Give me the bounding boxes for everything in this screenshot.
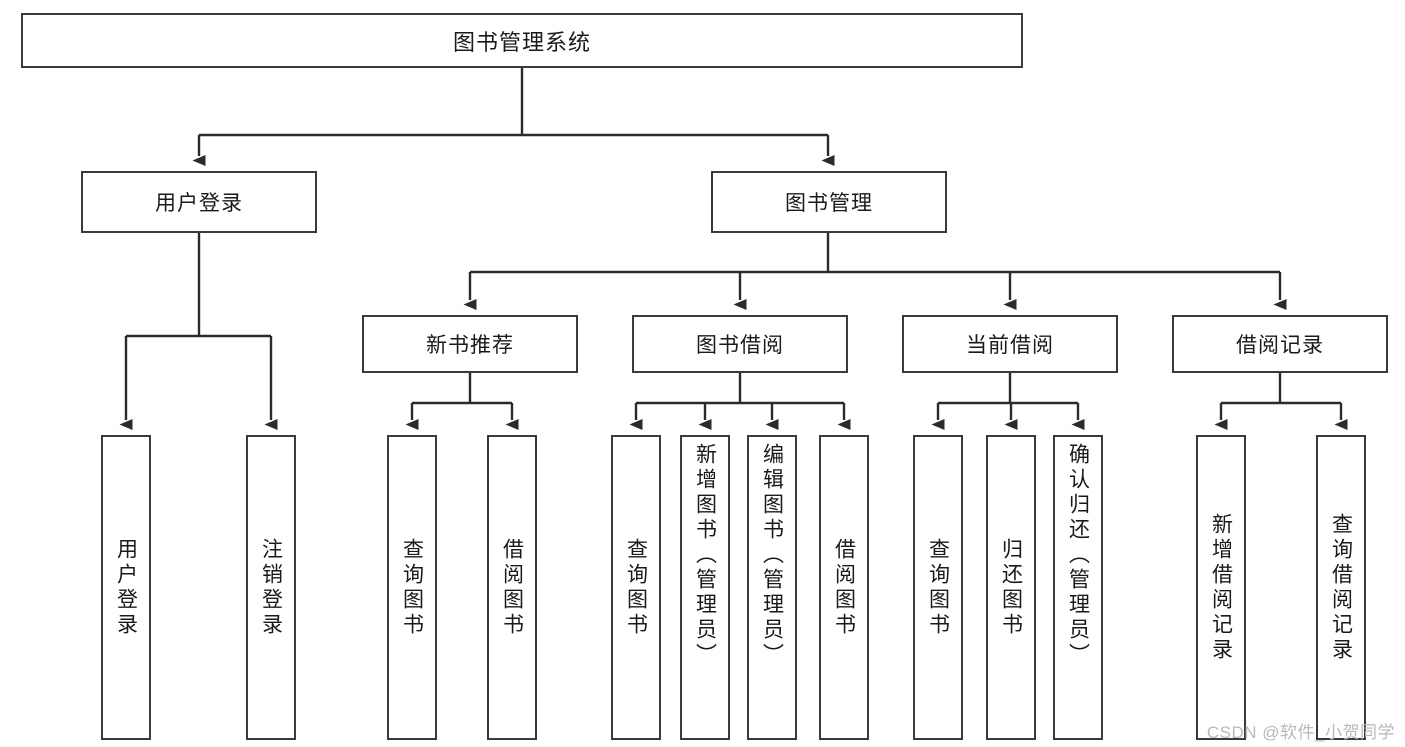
node-leaf-add-record[interactable]: 新增借阅记录 (1196, 435, 1246, 740)
node-new-book-rec[interactable]: 新书推荐 (362, 315, 578, 373)
node-label: 查询图书 (400, 537, 424, 638)
node-label: 图书管理系统 (452, 29, 591, 55)
node-leaf-borrow-book-1[interactable]: 借阅图书 (487, 435, 537, 740)
node-leaf-edit-book[interactable]: 编辑图书（管理员） (747, 435, 797, 740)
node-leaf-confirm-return[interactable]: 确认归还（管理员） (1053, 435, 1103, 740)
node-label: 新增图书（管理员） (693, 443, 717, 668)
node-label: 查询图书 (624, 537, 648, 638)
node-label: 图书借阅 (696, 334, 784, 357)
node-label: 查询图书 (926, 537, 950, 638)
node-label: 当前借阅 (966, 334, 1054, 357)
node-label: 借阅记录 (1236, 334, 1324, 357)
node-root[interactable]: 图书管理系统 (21, 13, 1023, 68)
node-leaf-borrow-book-2[interactable]: 借阅图书 (819, 435, 869, 740)
node-leaf-return-book[interactable]: 归还图书 (986, 435, 1036, 740)
node-current-borrow[interactable]: 当前借阅 (902, 315, 1118, 373)
node-book-borrow[interactable]: 图书借阅 (632, 315, 848, 373)
node-book-manage[interactable]: 图书管理 (711, 171, 947, 233)
node-leaf-query-record[interactable]: 查询借阅记录 (1316, 435, 1366, 740)
node-leaf-add-book[interactable]: 新增图书（管理员） (680, 435, 730, 740)
node-label: 查询借阅记录 (1329, 512, 1353, 663)
node-borrow-record[interactable]: 借阅记录 (1172, 315, 1388, 373)
node-leaf-user-login[interactable]: 用户登录 (101, 435, 151, 740)
node-label: 用户登录 (114, 537, 138, 638)
node-leaf-user-logout[interactable]: 注销登录 (246, 435, 296, 740)
node-label: 借阅图书 (500, 537, 524, 638)
node-label: 用户登录 (155, 192, 243, 215)
node-label: 借阅图书 (832, 537, 856, 638)
node-label: 新书推荐 (426, 334, 514, 357)
node-leaf-query-book-1[interactable]: 查询图书 (387, 435, 437, 740)
watermark-text: CSDN @软件_小贺同学 (1206, 723, 1395, 742)
node-leaf-query-book-3[interactable]: 查询图书 (913, 435, 963, 740)
node-label: 新增借阅记录 (1209, 512, 1233, 663)
node-label: 确认归还（管理员） (1066, 443, 1090, 668)
node-label: 图书管理 (785, 192, 873, 215)
node-leaf-query-book-2[interactable]: 查询图书 (611, 435, 661, 740)
node-label: 注销登录 (259, 537, 283, 638)
node-user-login[interactable]: 用户登录 (81, 171, 317, 233)
node-label: 归还图书 (999, 537, 1023, 638)
node-label: 编辑图书（管理员） (760, 443, 784, 668)
